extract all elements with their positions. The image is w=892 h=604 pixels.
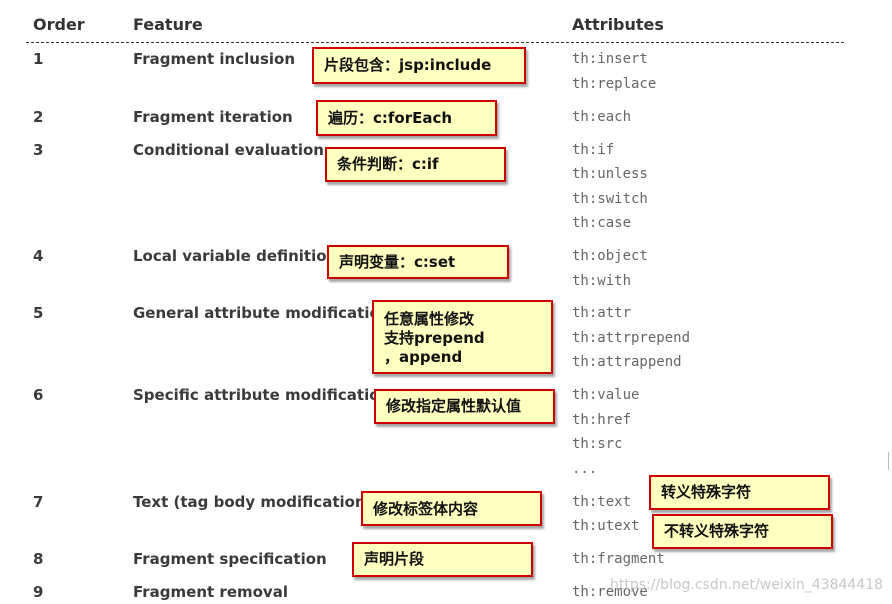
row-9-order: 9 [33,583,44,601]
note-specific-attribute: 修改指定属性默认值 [374,389,555,424]
row-7-order: 7 [33,493,44,511]
row-3-feature: Conditional evaluation [133,141,324,159]
header-attributes: Attributes [572,15,664,34]
row-2-attr-1: th:each [572,109,632,125]
row-6-feature: Specific attribute modification [133,386,391,404]
note-fragment-iteration: 遍历：c:forEach [316,100,497,136]
row-4-attr-2: th:with [572,273,632,289]
row-5-attr-3: th:attrappend [572,354,682,370]
row-7-feature: Text (tag body modification) [133,493,373,511]
row-3-attr-1: th:if [572,142,615,158]
row-9-feature: Fragment removal [133,583,288,601]
note-text-body: 修改标签体内容 [361,491,542,526]
row-1-attr-2: th:replace [572,76,657,92]
note-general-attribute: 任意属性修改 支持prepend ，append [372,300,553,374]
header-divider [26,42,844,43]
note-conditional-evaluation: 条件判断：c:if [325,147,506,182]
row-5-feature: General attribute modification [133,304,391,322]
note-general-attribute-line-3: ，append [384,348,463,366]
header-feature: Feature [133,15,203,34]
row-6-attr-2: th:href [572,412,632,428]
edge-marker [888,452,892,470]
note-general-attribute-line-1: 任意属性修改 [384,310,475,328]
row-3-attr-3: th:switch [572,191,648,207]
row-1-order: 1 [33,50,44,68]
row-6-attr-3: th:src [572,436,623,452]
note-unescape-text: 不转义特殊字符 [652,514,833,549]
note-local-variable: 声明变量：c:set [327,245,509,279]
row-5-attr-1: th:attr [572,305,632,321]
row-5-order: 5 [33,304,44,322]
row-4-order: 4 [33,247,44,265]
note-fragment-specification: 声明片段 [352,542,533,577]
row-8-attr-1: th:fragment [572,551,665,567]
row-6-attr-1: th:value [572,387,640,403]
note-escape-text: 转义特殊字符 [649,475,830,510]
row-1-feature: Fragment inclusion [133,50,296,68]
row-4-feature: Local variable definition [133,247,338,265]
note-fragment-inclusion: 片段包含：jsp:include [312,47,526,84]
row-1-attr-1: th:insert [572,51,648,67]
row-8-order: 8 [33,550,44,568]
row-3-order: 3 [33,141,44,159]
watermark: https://blog.csdn.net/weixin_43844418 [610,577,884,593]
row-8-feature: Fragment specification [133,550,327,568]
row-2-order: 2 [33,108,44,126]
row-6-attr-4: ... [572,461,598,477]
row-4-attr-1: th:object [572,248,648,264]
row-3-attr-2: th:unless [572,166,648,182]
note-general-attribute-line-2: 支持prepend [384,329,485,347]
header-order: Order [33,15,85,34]
row-3-attr-4: th:case [572,215,632,231]
row-5-attr-2: th:attrprepend [572,330,691,346]
row-6-order: 6 [33,386,44,404]
row-9-attr-1: th:remove [572,584,648,600]
row-2-feature: Fragment iteration [133,108,293,126]
row-7-attr-1: th:text [572,494,632,510]
row-7-attr-2: th:utext [572,518,640,534]
